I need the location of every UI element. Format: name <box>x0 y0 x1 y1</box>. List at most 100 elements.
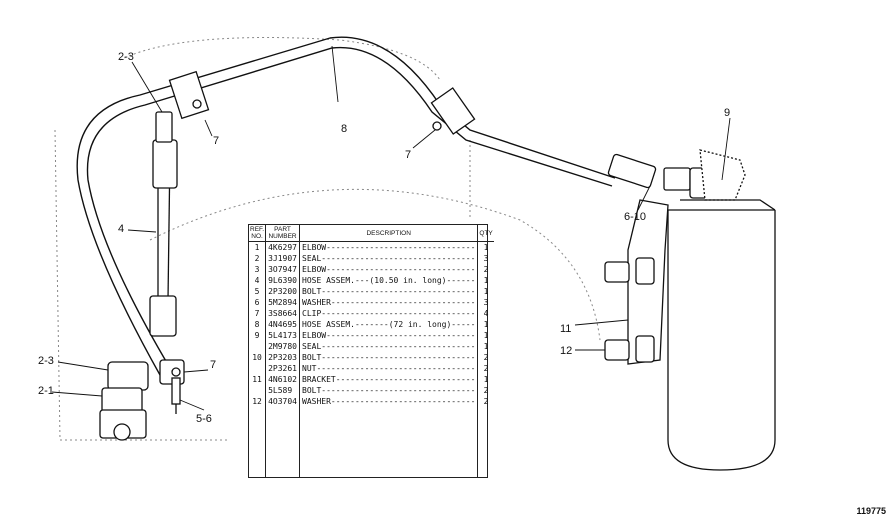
part-number-cell: 3S8664 <box>265 308 300 319</box>
callout-7-upper-middle: 7 <box>405 149 412 161</box>
blank-cell <box>299 407 479 477</box>
qty-cell: 1 <box>483 375 489 384</box>
ref-cell: 8 <box>249 319 267 330</box>
part-number-cell: 4N6102 <box>265 374 300 385</box>
callout-4: 4 <box>118 223 125 235</box>
header-description: DESCRIPTION <box>299 225 479 242</box>
description-cell: SEAL-------------------------------- <box>299 253 479 264</box>
ref-cell: 5 <box>249 286 267 297</box>
qty-cell: 1 <box>483 331 489 340</box>
part-number-cell: 2M9780 <box>265 341 300 352</box>
leader-lines <box>51 45 731 411</box>
hose-assembly-short <box>149 111 178 337</box>
ref-cell: 11 <box>249 374 267 385</box>
callout-2-3-lower: 2-3 <box>38 355 54 367</box>
ref-cell: 12 <box>249 396 267 407</box>
description-cell: ELBOW------------------------------- <box>299 264 479 275</box>
callout-8: 8 <box>341 123 348 135</box>
hose-assembly-long <box>76 36 616 376</box>
filter-housing <box>667 199 776 471</box>
ref-cell: 10 <box>249 352 267 363</box>
qty-cell: 1 <box>483 287 489 296</box>
callout-12: 12 <box>560 345 573 357</box>
blank-cell <box>249 407 267 477</box>
header-qty: QTY <box>477 225 494 242</box>
qty-cell: 4 <box>483 309 489 318</box>
mounting-bracket <box>604 199 669 365</box>
parts-table-header: REF. NO. PART NUMBER DESCRIPTION QTY <box>249 225 494 242</box>
callout-2-3-upper: 2-3 <box>118 51 134 63</box>
description-cell: WASHER------------------------------ <box>299 396 479 407</box>
blank-cell <box>265 407 300 477</box>
description-cell: NUT--------------------------------- <box>299 363 479 374</box>
description-cell: WASHER------------------------------ <box>299 297 479 308</box>
ref-cell: 2 <box>249 253 267 264</box>
part-number-cell: 4N4695 <box>265 319 300 330</box>
qty-cell: 3 <box>483 298 489 307</box>
part-number-cell: 2P3203 <box>265 352 300 363</box>
qty-cell: 2 <box>483 386 489 395</box>
ref-cell: 9 <box>249 330 267 341</box>
part-number-cell: 2P3200 <box>265 286 300 297</box>
part-number-cell: 4O3704 <box>265 396 300 407</box>
callout-5-6: 5-6 <box>196 413 212 425</box>
figure-number: 119775 <box>856 506 886 516</box>
callout-7-lower: 7 <box>210 359 217 371</box>
description-cell: HOSE ASSEM.-------(72 in. long)----- <box>299 319 479 330</box>
engine-outline-left <box>54 129 61 441</box>
ref-cell <box>249 363 267 374</box>
part-number-cell: 2P3261 <box>265 363 300 374</box>
part-number-cell: 5L589 <box>265 385 300 396</box>
ref-cell: 4 <box>249 275 267 286</box>
description-cell: BOLT-------------------------------- <box>299 352 479 363</box>
clip-upper-middle <box>430 87 476 135</box>
qty-cell: 1 <box>483 320 489 329</box>
engine-outline-top <box>119 37 441 81</box>
ref-cell: 6 <box>249 297 267 308</box>
ref-cell <box>249 385 267 396</box>
ref-cell: 3 <box>249 264 267 275</box>
qty-cell: 2 <box>483 353 489 362</box>
description-cell: BRACKET----------------------------- <box>299 374 479 385</box>
part-number-cell: 4K6297 <box>265 241 300 253</box>
blank-cell <box>478 407 494 477</box>
qty-cell: 2 <box>483 265 489 274</box>
part-number-cell: 9L6390 <box>265 275 300 286</box>
ref-cell: 1 <box>249 241 267 253</box>
qty-cell: 1 <box>483 342 489 351</box>
header-part-number: PART NUMBER <box>265 225 300 242</box>
qty-cell: 1 <box>483 243 489 252</box>
header-ref: REF. NO. <box>249 225 267 242</box>
callout-7-upper-left: 7 <box>213 135 220 147</box>
callout-2-1: 2-1 <box>38 385 54 397</box>
description-cell: ELBOW------------------------------- <box>299 330 479 341</box>
part-number-cell: 3J1907 <box>265 253 300 264</box>
part-number-cell: 5M2894 <box>265 297 300 308</box>
lower-fitting-group <box>99 361 181 441</box>
engine-outline-arc <box>149 188 601 341</box>
description-cell: HOSE ASSEM.---(10.50 in. long)------ <box>299 275 479 286</box>
table-blank-space <box>249 407 494 477</box>
part-number-cell: 3O7947 <box>265 264 300 275</box>
callout-9: 9 <box>724 107 731 119</box>
qty-cell: 1 <box>483 276 489 285</box>
qty-cell: 2 <box>483 397 489 406</box>
ref-cell <box>249 341 267 352</box>
description-cell: BOLT-------------------------------- <box>299 385 479 396</box>
